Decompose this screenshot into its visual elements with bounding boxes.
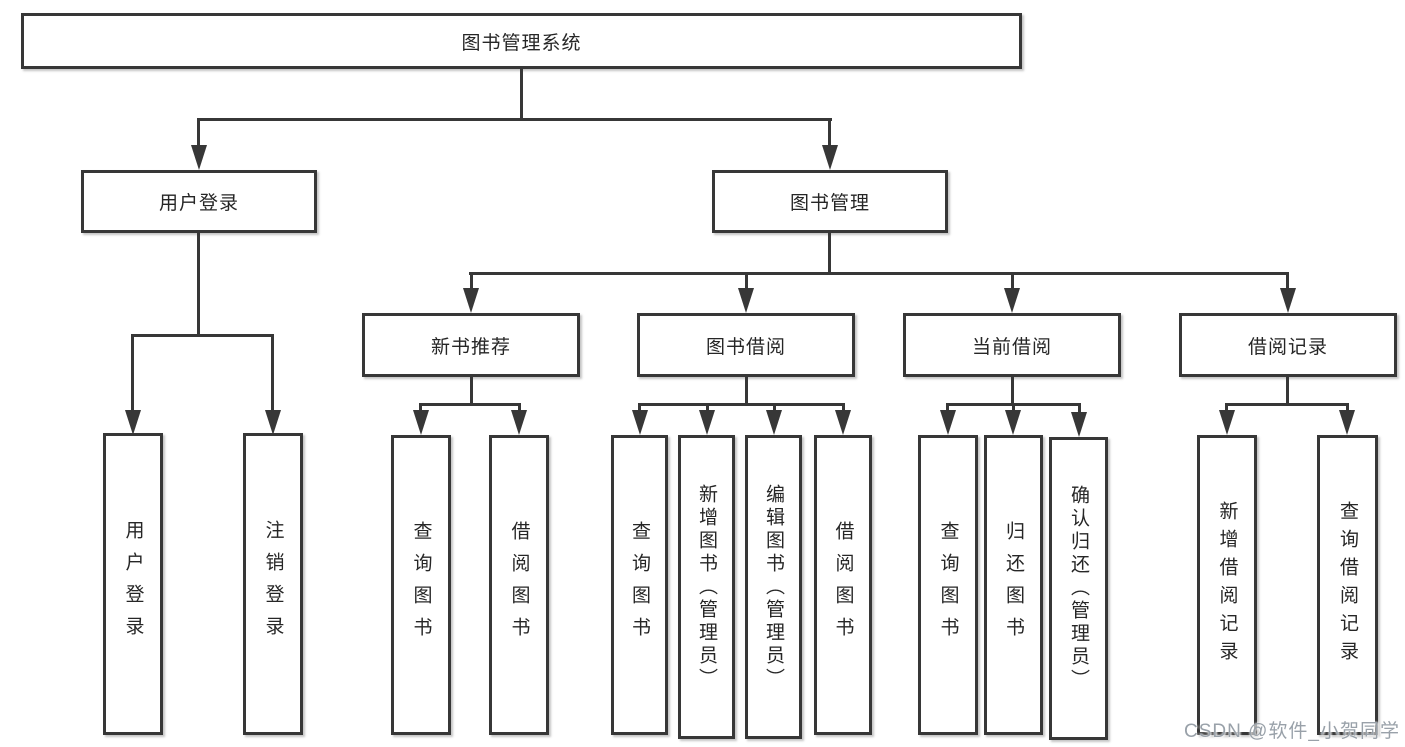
arrow-down-icon (413, 410, 429, 435)
arrow-down-icon (822, 145, 838, 170)
leaf-confirm-return-admin: 确认归还（管理员） (1049, 437, 1108, 740)
arrow-down-icon (191, 145, 207, 170)
arrow-down-icon (1280, 288, 1296, 313)
leaf-logout: 注销登录 (243, 433, 303, 735)
connector-line (1078, 403, 1081, 413)
arrow-down-icon (940, 410, 956, 435)
connector-line (1012, 403, 1015, 413)
node-current-borrowing: 当前借阅 (903, 313, 1121, 377)
node-book-management: 图书管理 (712, 170, 948, 233)
leaf-add-borrow-record: 新增借阅记录 (1197, 435, 1257, 735)
connector-line (520, 69, 523, 121)
connector-line (469, 272, 1289, 275)
connector-line (271, 334, 274, 412)
connector-line (1011, 272, 1014, 290)
connector-line (638, 403, 845, 406)
leaf-add-books-admin: 新增图书（管理员） (678, 435, 735, 739)
leaf-borrow-books: 借阅图书 (489, 435, 549, 735)
connector-line (470, 272, 473, 290)
node-borrowing-records: 借阅记录 (1179, 313, 1397, 377)
leaf-user-login: 用户登录 (103, 433, 163, 735)
arrow-down-icon (1005, 410, 1021, 435)
arrow-down-icon (632, 410, 648, 435)
arrow-down-icon (265, 410, 281, 435)
connector-line (131, 334, 134, 412)
connector-line (197, 118, 832, 121)
connector-line (745, 272, 748, 290)
connector-line (131, 334, 273, 337)
node-user-login: 用户登录 (81, 170, 317, 233)
connector-line (1225, 403, 1348, 406)
leaf-return-books: 归还图书 (984, 435, 1043, 735)
connector-line (638, 403, 641, 413)
arrow-down-icon (835, 410, 851, 435)
connector-line (1225, 403, 1228, 413)
node-new-book-recommend: 新书推荐 (362, 313, 580, 377)
connector-line (828, 118, 831, 148)
leaf-query-books: 查询图书 (611, 435, 668, 735)
node-library-management-system: 图书管理系统 (21, 13, 1022, 69)
connector-line (1286, 377, 1289, 406)
leaf-query-books: 查询图书 (918, 435, 978, 735)
arrow-down-icon (1004, 288, 1020, 313)
connector-line (470, 377, 473, 406)
connector-line (1011, 377, 1014, 406)
arrow-down-icon (738, 288, 754, 313)
leaf-borrow-books: 借阅图书 (814, 435, 872, 735)
connector-line (946, 403, 949, 413)
connector-line (828, 233, 831, 275)
leaf-edit-books-admin: 编辑图书（管理员） (745, 435, 802, 739)
connector-line (419, 403, 422, 413)
arrow-down-icon (766, 410, 782, 435)
csdn-watermark: CSDN @软件_小贺同学 (1184, 721, 1400, 742)
connector-line (1346, 403, 1349, 413)
connector-line (419, 403, 521, 406)
connector-line (197, 233, 200, 337)
arrow-down-icon (1339, 410, 1355, 435)
connector-line (842, 403, 845, 413)
leaf-query-books: 查询图书 (391, 435, 451, 735)
connector-line (518, 403, 521, 413)
connector-line (745, 377, 748, 406)
arrow-down-icon (463, 288, 479, 313)
connector-line (1286, 272, 1289, 290)
connector-line (773, 403, 776, 413)
connector-line (706, 403, 709, 413)
arrow-down-icon (125, 410, 141, 435)
arrow-down-icon (511, 410, 527, 435)
node-book-borrowing: 图书借阅 (637, 313, 855, 377)
arrow-down-icon (699, 410, 715, 435)
arrow-down-icon (1071, 412, 1087, 437)
leaf-query-borrow-record: 查询借阅记录 (1317, 435, 1378, 735)
arrow-down-icon (1219, 410, 1235, 435)
connector-line (197, 118, 200, 148)
